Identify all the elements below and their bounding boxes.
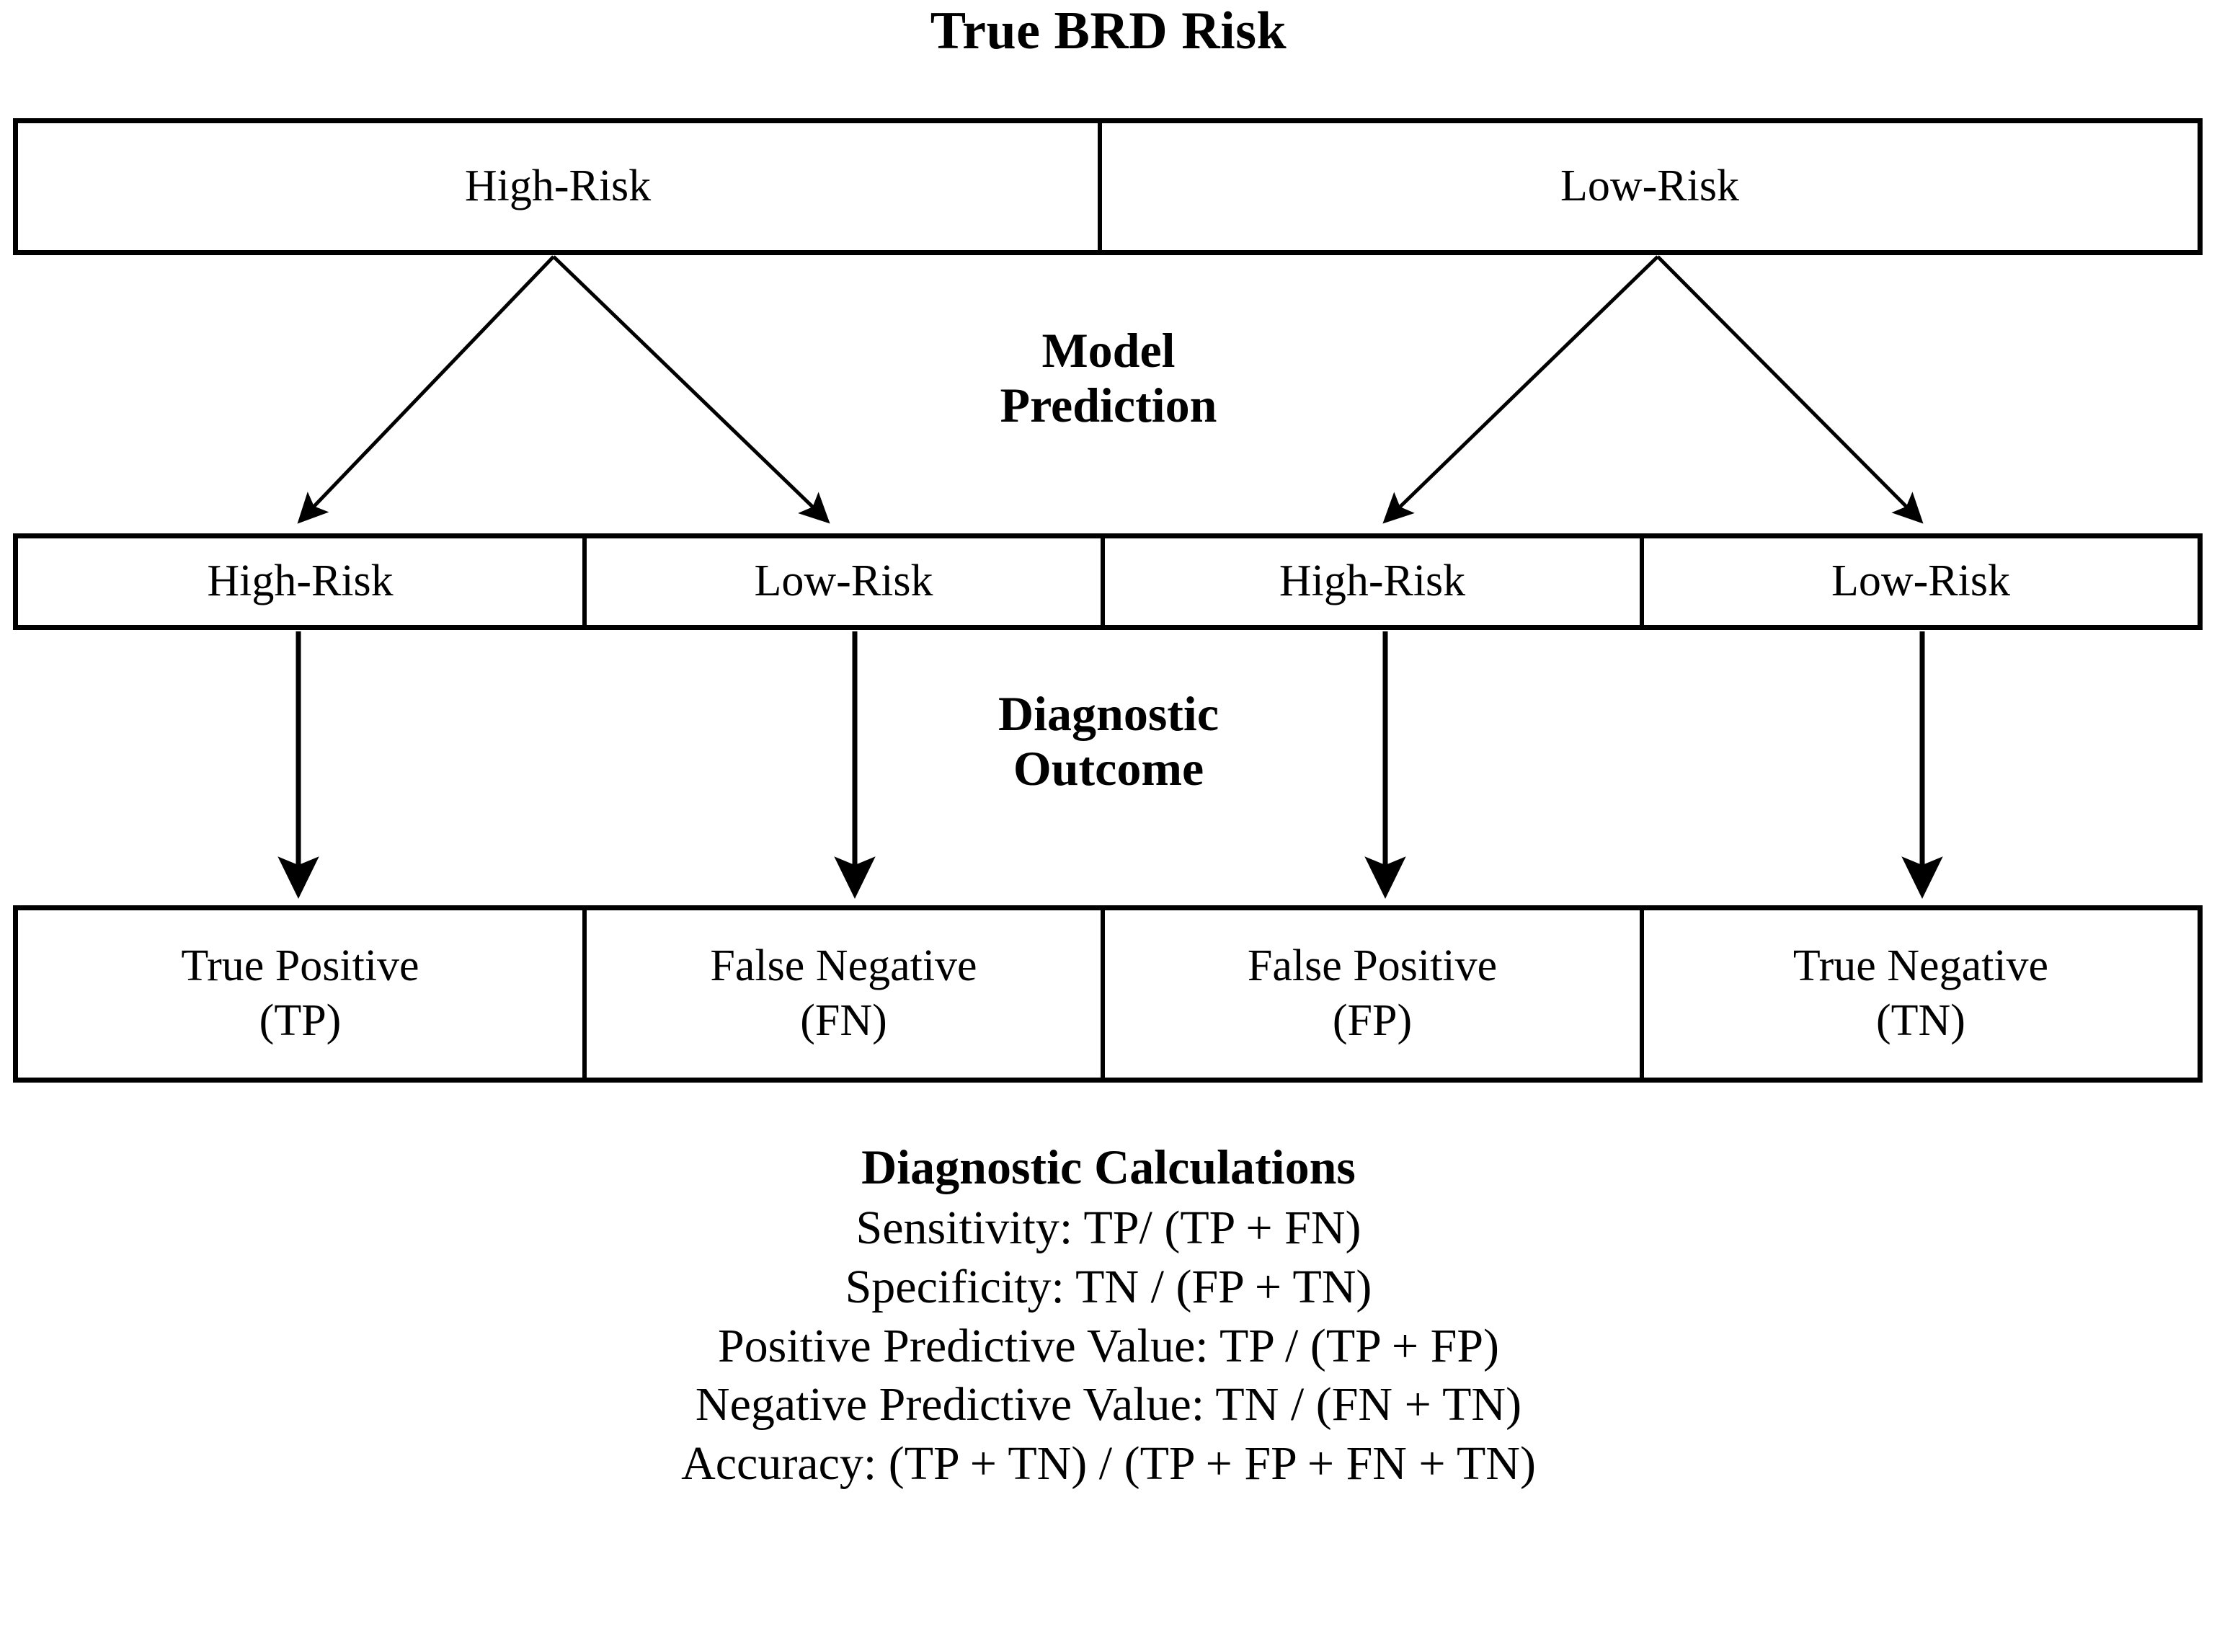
calculation-line-npv: Negative Predictive Value: TN / (FN + TN…: [695, 1378, 1522, 1431]
model-prediction-cell-1-label: High-Risk: [207, 556, 394, 606]
page-title: True BRD Risk: [930, 1, 1287, 61]
calculations-title: Diagnostic Calculations: [861, 1140, 1356, 1194]
model-prediction-cell-4-label: Low-Risk: [1831, 556, 2010, 606]
calculation-line-specificity: Specificity: TN / (FP + TN): [845, 1260, 1372, 1313]
true-risk-cell-high[interactable]: High-Risk: [18, 123, 1102, 250]
outcome-cell-true-negative-abbrev: (TN): [1876, 996, 1965, 1045]
outcome-cell-true-negative-label: True Negative: [1792, 941, 2049, 991]
calculation-line-sensitivity: Sensitivity: TP/ (TP + FN): [856, 1201, 1361, 1254]
true-risk-row: High-Risk Low-Risk: [13, 118, 2203, 255]
model-prediction-cell-2[interactable]: Low-Risk: [587, 538, 1105, 625]
outcome-cell-false-positive-abbrev: (FP): [1332, 996, 1413, 1045]
outcome-cell-false-negative-abbrev: (FN): [800, 996, 887, 1045]
true-risk-cell-high-label: High-Risk: [464, 161, 652, 211]
diagnostic-outcome-label-line2: Outcome: [1013, 741, 1204, 796]
outcome-cell-true-negative[interactable]: True Negative (TN): [1644, 910, 2198, 1078]
outcome-cell-false-positive[interactable]: False Positive (FP): [1105, 910, 1644, 1078]
model-prediction-cell-3-label: High-Risk: [1279, 556, 1466, 606]
outcome-cell-true-positive-abbrev: (TP): [259, 996, 342, 1045]
outcome-cell-true-positive[interactable]: True Positive (TP): [18, 910, 587, 1078]
model-prediction-cell-1[interactable]: High-Risk: [18, 538, 587, 625]
diagnostic-outcome-label-line1: Diagnostic: [998, 686, 1219, 741]
diagnostic-calculations-block: Diagnostic Calculations Sensitivity: TP/…: [0, 1137, 2217, 1493]
outcome-cell-false-negative-label: False Negative: [710, 941, 977, 991]
model-prediction-cell-2-label: Low-Risk: [754, 556, 933, 606]
calculation-line-ppv: Positive Predictive Value: TP / (TP + FP…: [717, 1319, 1500, 1372]
model-prediction-stage-label: Model Prediction: [0, 323, 2217, 432]
outcome-cell-true-positive-label: True Positive: [181, 941, 419, 991]
true-risk-cell-low[interactable]: Low-Risk: [1102, 123, 2198, 250]
model-prediction-cell-3[interactable]: High-Risk: [1105, 538, 1644, 625]
true-risk-cell-low-label: Low-Risk: [1560, 161, 1739, 211]
model-prediction-cell-4[interactable]: Low-Risk: [1644, 538, 2198, 625]
model-prediction-label-line2: Prediction: [1000, 378, 1217, 433]
model-prediction-row: High-Risk Low-Risk High-Risk Low-Risk: [13, 533, 2203, 630]
diagnostic-outcome-stage-label: Diagnostic Outcome: [0, 686, 2217, 796]
model-prediction-label-line1: Model: [1041, 323, 1176, 378]
outcome-cell-false-negative[interactable]: False Negative (FN): [587, 910, 1105, 1078]
calculation-line-accuracy: Accuracy: (TP + TN) / (TP + FP + FN + TN…: [681, 1437, 1536, 1491]
diagnostic-outcome-row: True Positive (TP) False Negative (FN) F…: [13, 905, 2203, 1083]
outcome-cell-false-positive-label: False Positive: [1247, 941, 1498, 991]
